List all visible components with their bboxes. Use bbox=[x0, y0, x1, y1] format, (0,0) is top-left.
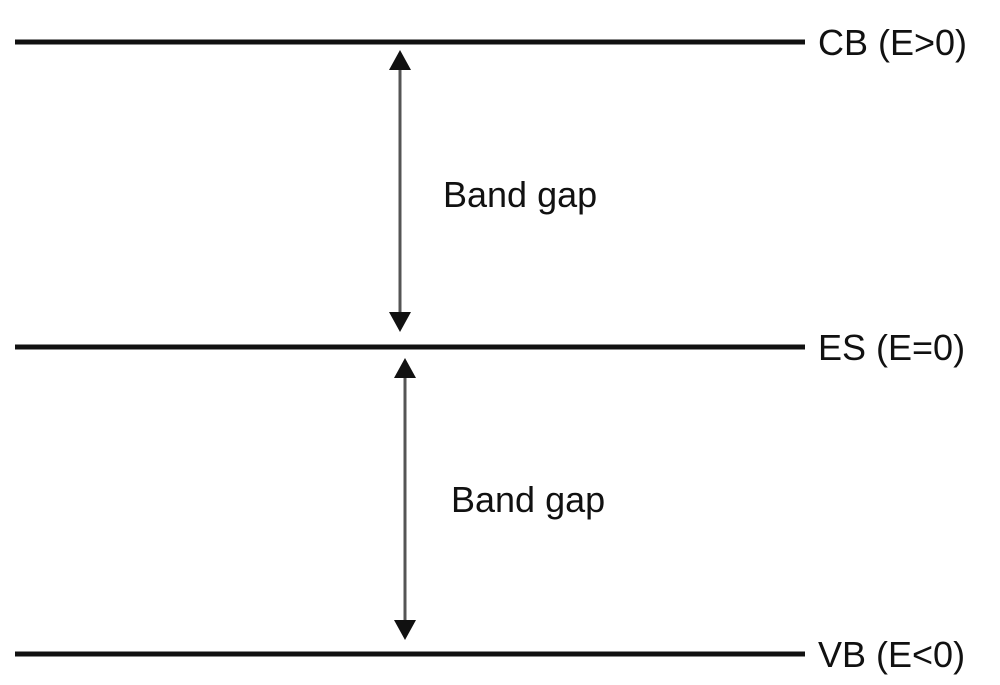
lower-gap-label: Band gap bbox=[451, 479, 605, 520]
lower-gap-arrow bbox=[394, 358, 416, 640]
upper-arrow-down-head bbox=[389, 312, 411, 332]
lower-arrow-down-head bbox=[394, 620, 416, 640]
upper-arrow-up-head bbox=[389, 50, 411, 70]
cb-label: CB (E>0) bbox=[818, 22, 967, 63]
vb-label: VB (E<0) bbox=[818, 634, 965, 675]
upper-gap-label: Band gap bbox=[443, 174, 597, 215]
lower-arrow-up-head bbox=[394, 358, 416, 378]
upper-gap-arrow bbox=[389, 50, 411, 332]
es-label: ES (E=0) bbox=[818, 327, 965, 368]
